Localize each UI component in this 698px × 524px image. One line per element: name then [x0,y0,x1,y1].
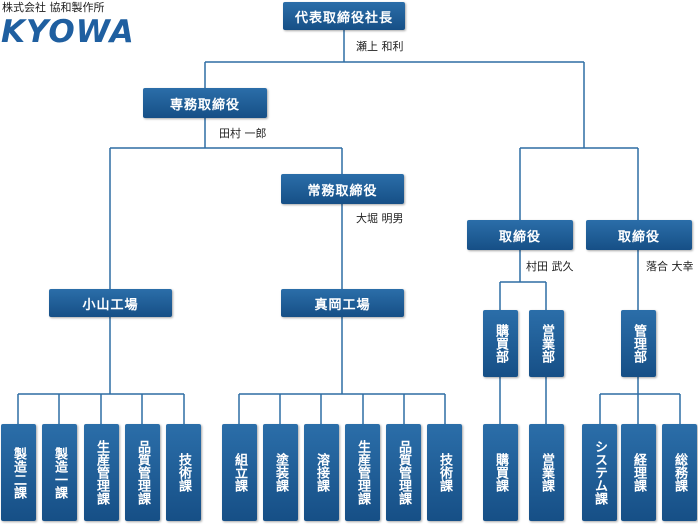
oyama-section-2: 製造一課 [42,424,77,521]
ceo-name: 瀬上 和利 [356,40,404,53]
admin-section-3: 総務課 [662,424,697,521]
purchasing-section: 購買課 [483,424,518,521]
company-name: 株式会社 協和製作所 [2,1,105,14]
purchasing-dept-box: 購買部 [483,310,518,377]
senior-managing-director-name: 田村 一郎 [219,127,267,140]
director-box-2: 取締役 [586,220,692,250]
senior-managing-director-box: 専務取締役 [143,88,267,118]
oyama-section-1: 製造二課 [1,424,36,521]
moka-factory-box: 真岡工場 [281,289,404,317]
sales-section: 営業課 [529,424,564,521]
managing-director-box: 常務取締役 [281,174,404,204]
oyama-section-3: 生産管理課 [84,424,119,521]
moka-section-1: 組立課 [222,424,257,521]
moka-section-4: 生産管理課 [345,424,380,521]
director-name-2: 落合 大幸 [646,260,694,273]
admin-section-2: 経理課 [621,424,656,521]
moka-section-6: 技術課 [427,424,462,521]
managing-director-name: 大堀 明男 [356,212,404,225]
oyama-section-5: 技術課 [166,424,201,521]
moka-section-5: 品質管理課 [386,424,421,521]
admin-section-1: システム課 [582,424,617,521]
oyama-section-4: 品質管理課 [125,424,160,521]
director-name-1: 村田 武久 [526,260,574,273]
sales-dept-box: 営業部 [529,310,564,377]
admin-dept-box: 管理部 [621,310,656,377]
ceo-box: 代表取締役社長 [283,2,405,30]
company-logo: KYOWA [1,14,135,50]
director-box-1: 取締役 [467,220,573,250]
moka-section-2: 塗装課 [263,424,298,521]
moka-section-3: 溶接課 [304,424,339,521]
oyama-factory-box: 小山工場 [49,289,172,317]
